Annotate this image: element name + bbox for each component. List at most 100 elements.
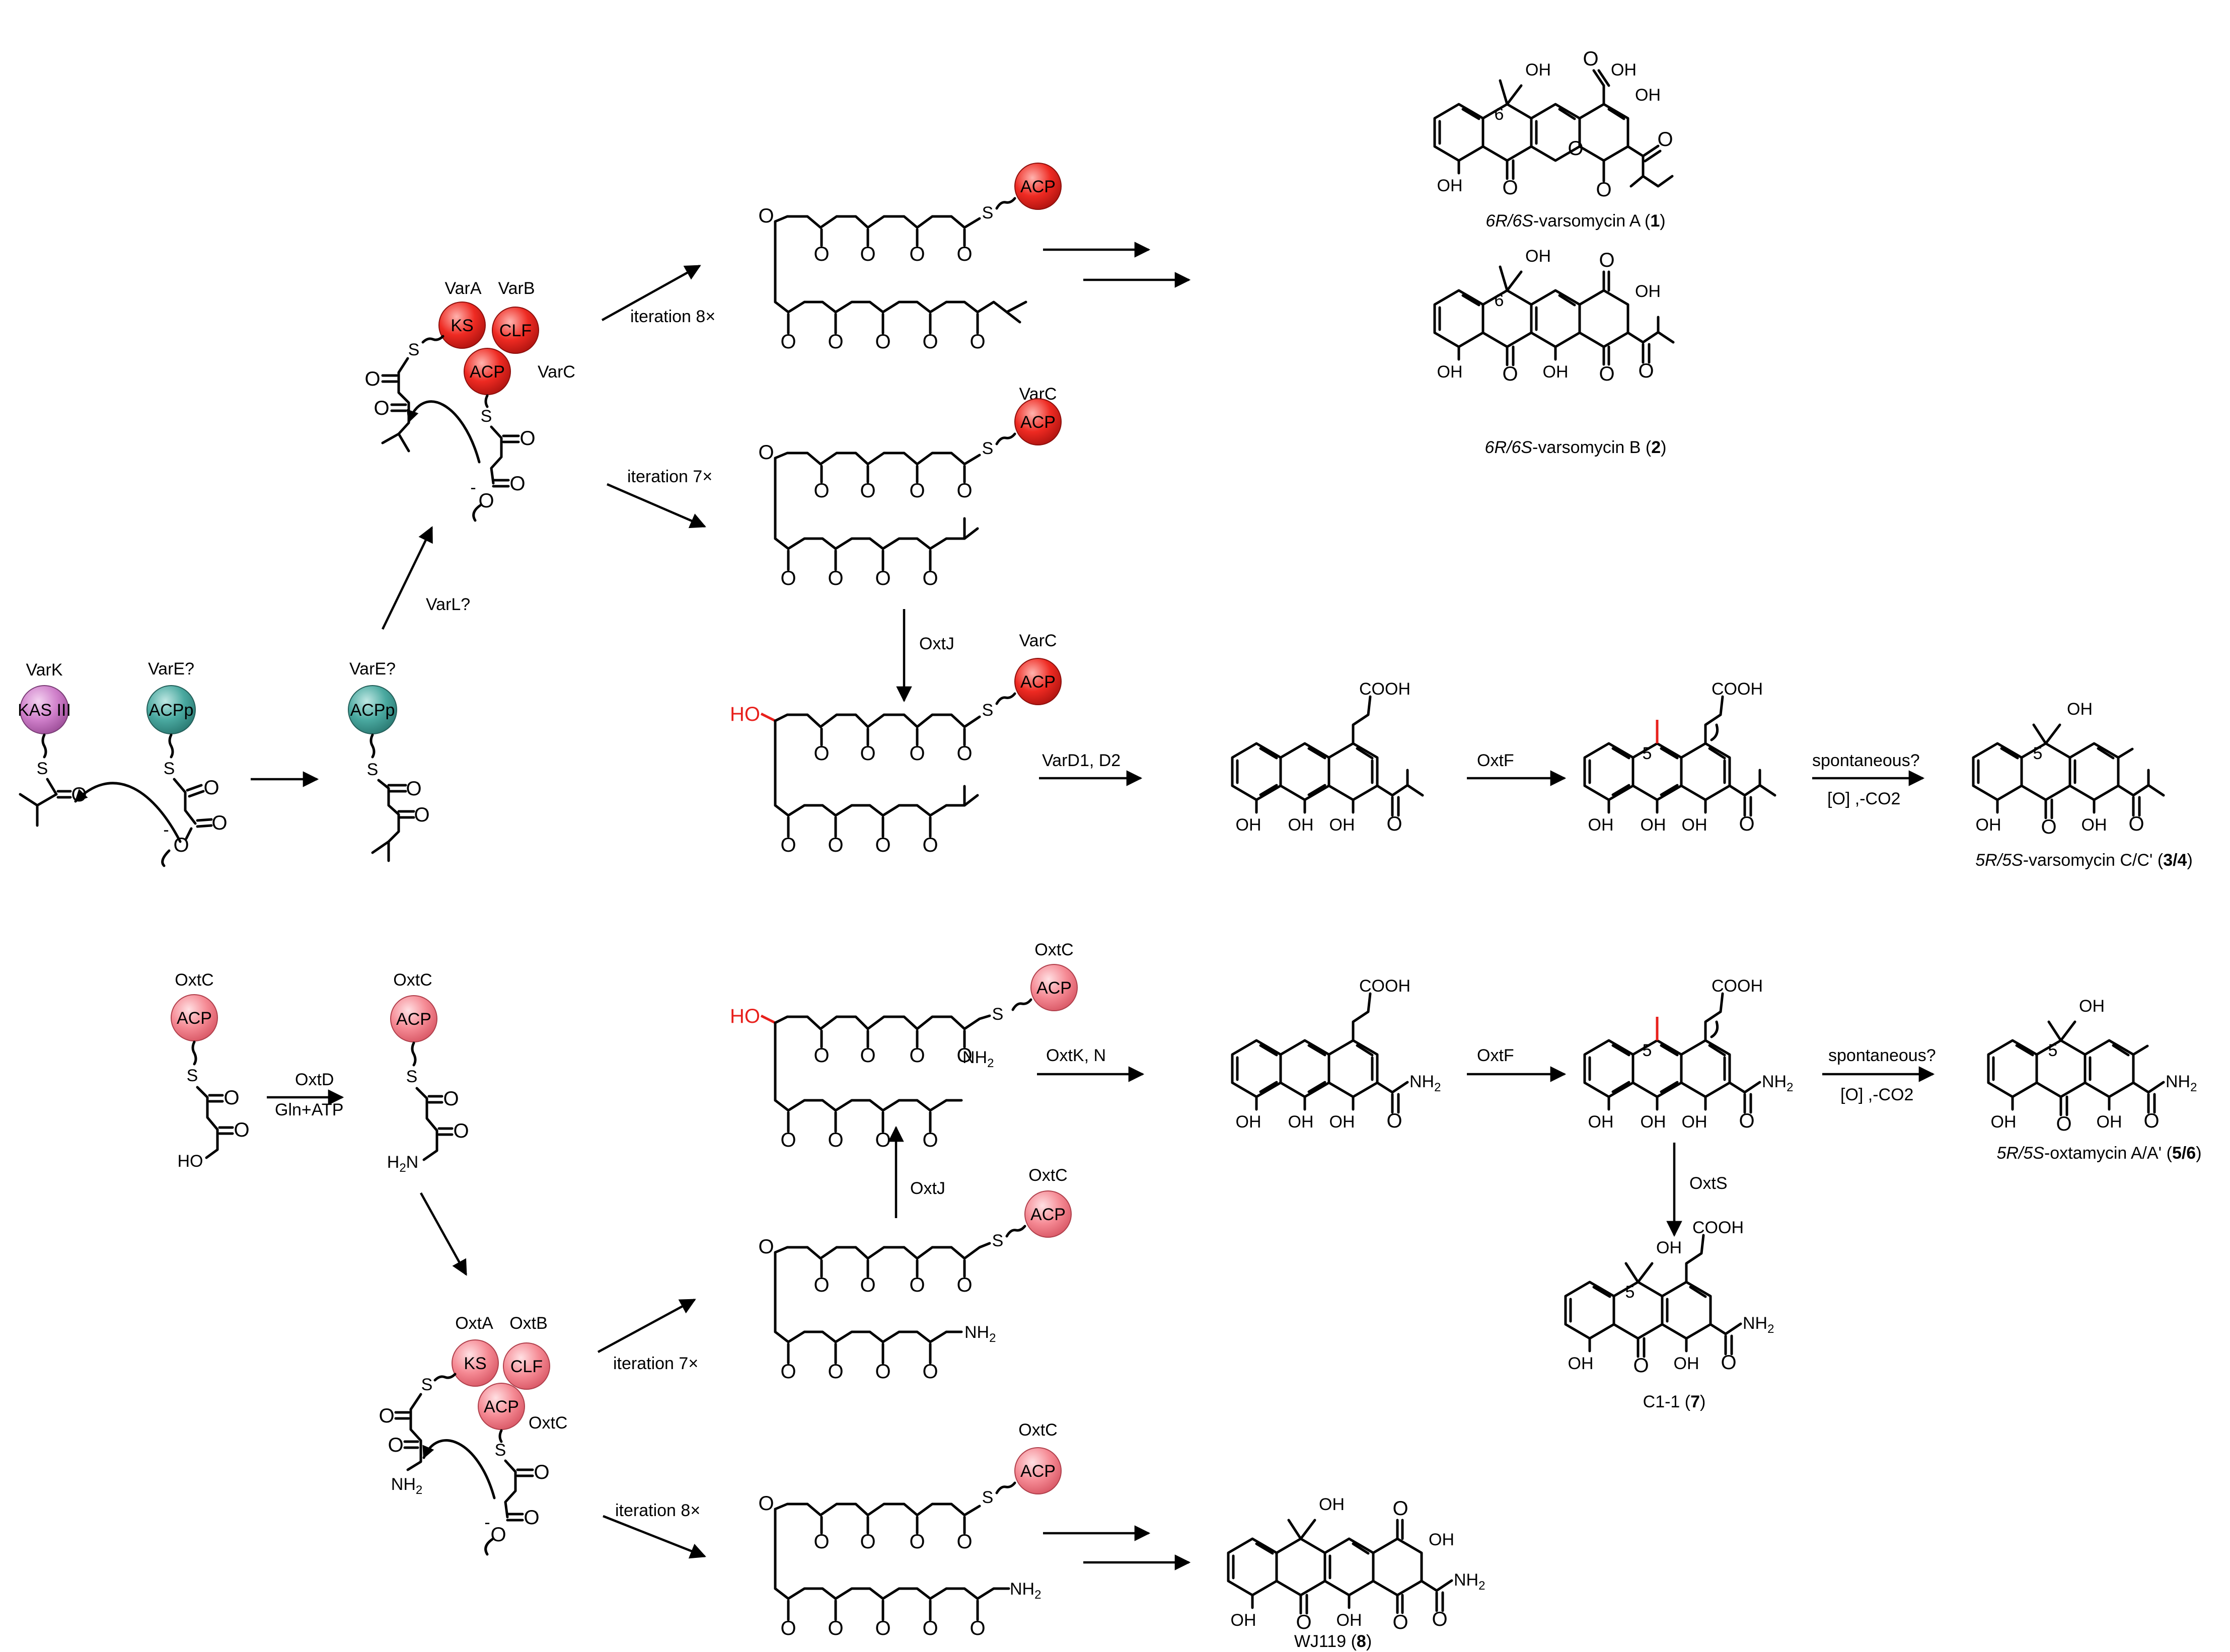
svg-text:O: O [828,1129,843,1151]
svg-text:O: O [374,397,389,419]
svg-text:O: O [909,1274,925,1296]
svg-text:OH: OH [1319,1495,1345,1514]
svg-text:OH: OH [1336,1611,1362,1630]
svg-text:OH: OH [1641,815,1666,835]
svg-text:O: O [1502,363,1518,385]
iter7-var-label: iteration 7× [627,467,712,486]
svg-text:O: O [828,1361,843,1383]
svg-text:S: S [421,1375,433,1394]
oxtc-malonamyl-acp: OxtC ACP S O O H2N [387,970,469,1175]
svg-text:S: S [982,439,994,458]
svg-text:O: O [780,567,796,589]
svg-text:S: S [481,407,492,426]
svg-text:O: O [1392,1611,1408,1633]
svg-text:O: O [388,1434,403,1456]
oxco2-var-label: [O] ,-CO2 [1827,789,1900,808]
svg-text:OH: OH [1682,1112,1707,1132]
svg-text:5: 5 [2048,1041,2058,1060]
arrow-iter8-oxt [603,1515,706,1559]
svg-text:O: O [1633,1355,1649,1377]
varsomycin-a-caption: 6R/6S-varsomycin A (1) [1485,211,1665,231]
svg-text:O: O [173,834,189,856]
svg-text:ACP: ACP [1030,1205,1066,1224]
svg-text:O: O [813,480,829,502]
acpp-label: ACPp [149,701,194,720]
svg-text:NH2: NH2 [1010,1580,1041,1602]
svg-text:O: O [780,834,796,856]
oxtkn-label: OxtK, N [1046,1046,1106,1065]
vare-label: VarE? [148,659,194,679]
svg-text:COOH: COOH [1692,1218,1744,1237]
svg-text:OH: OH [1635,86,1661,105]
svg-text:O: O [224,1087,239,1109]
svg-text:O: O [234,1119,249,1141]
s-atom: S [37,759,48,778]
iter8-var-label: iteration 8× [630,307,715,326]
svg-text:ACP: ACP [177,1009,212,1028]
svg-text:O: O [909,480,925,502]
svg-text:O: O [758,1236,774,1258]
svg-text:O: O [860,1531,875,1553]
svg-text:-: - [470,478,476,497]
svg-text:HO: HO [178,1152,203,1171]
svg-text:O: O [813,742,829,765]
wj119-caption: WJ119 (8) [1294,1632,1372,1651]
oxtamycin-caption: 5R/5S-oxtamycin A/A' (5/6) [1996,1144,2201,1163]
svg-text:O: O [828,331,843,353]
svg-text:O: O [1599,249,1614,271]
svg-text:COOH: COOH [1359,680,1410,699]
svg-text:O: O [828,834,843,856]
svg-text:COOH: COOH [1359,977,1410,996]
svg-text:O: O [813,1274,829,1296]
arrow-iter7-oxt [597,1299,696,1353]
arrow-iter8-var [601,265,701,321]
svg-text:ACPp: ACPp [350,701,395,720]
svg-text:5: 5 [1625,1283,1635,1302]
oxt-reduced-polyketide: OxtC ACP S HO O O O O O O O O NH2 [730,940,1078,1151]
svg-text:O: O [478,490,494,512]
oxt-polyketide-8x: OxtC ACP S O O O O O O O O O O NH2 [758,1420,1062,1639]
wj119: OH O O OH O NH2 O OH OH [1228,1495,1485,1633]
svg-text:OxtC: OxtC [1018,1420,1057,1440]
svg-text:OH: OH [1635,282,1661,301]
oxtc-malonyl-acp: OxtC ACP S O O HO [171,970,250,1171]
svg-text:O: O [860,1044,875,1067]
svg-text:O: O [860,480,875,502]
svg-text:NH2: NH2 [964,1323,996,1345]
svg-text:O: O [203,777,219,799]
svg-text:OxtA: OxtA [455,1314,493,1333]
svg-text:S: S [982,1488,994,1507]
svg-text:O: O [813,1531,829,1553]
svg-text:O: O [519,427,535,449]
svg-text:O: O [922,1617,938,1639]
svg-text:O: O [758,441,774,464]
oxt-pks-complex: OxtA OxtB KS CLF ACP OxtC S O O NH2 S O … [379,1314,567,1556]
svg-text:ACP: ACP [1020,1462,1056,1481]
svg-text:ACP: ACP [396,1010,431,1029]
c1-1: OH 5 COOH O NH2 O OH OH [1566,1218,1774,1377]
svg-text:OH: OH [1656,1238,1682,1257]
svg-text:OH: OH [2097,1112,2122,1132]
iter8-oxt-label: iteration 8× [615,1501,700,1520]
glnatp-label: Gln+ATP [275,1100,343,1119]
svg-text:VarC: VarC [1019,631,1057,650]
svg-text:O: O [860,1274,875,1296]
svg-text:O: O [2128,813,2144,835]
svg-text:-: - [484,1513,490,1532]
svg-text:O: O [956,243,972,265]
svg-text:6: 6 [1495,291,1504,310]
svg-text:O: O [780,1129,796,1151]
svg-text:S: S [495,1441,506,1460]
svg-text:OH: OH [2079,997,2105,1016]
acyl-acpp: VarE? ACPp S O O [348,659,430,862]
svg-text:O: O [1392,1497,1408,1520]
svg-text:O: O [379,1405,394,1427]
svg-text:NH2: NH2 [962,1048,994,1070]
hydroxyl-red: HO [730,703,760,725]
varsomycin-c: OH 5 O O OH OH 5R/5S-varsomycin C/C' (3/… [1973,700,2193,870]
svg-text:O: O [1568,137,1583,160]
varl-label: VarL? [426,595,470,614]
var-anthracene-intermediate: COOH O OH OH OH [1232,680,1424,835]
svg-text:O: O [922,1361,938,1383]
svg-text:OH: OH [1641,1112,1666,1132]
